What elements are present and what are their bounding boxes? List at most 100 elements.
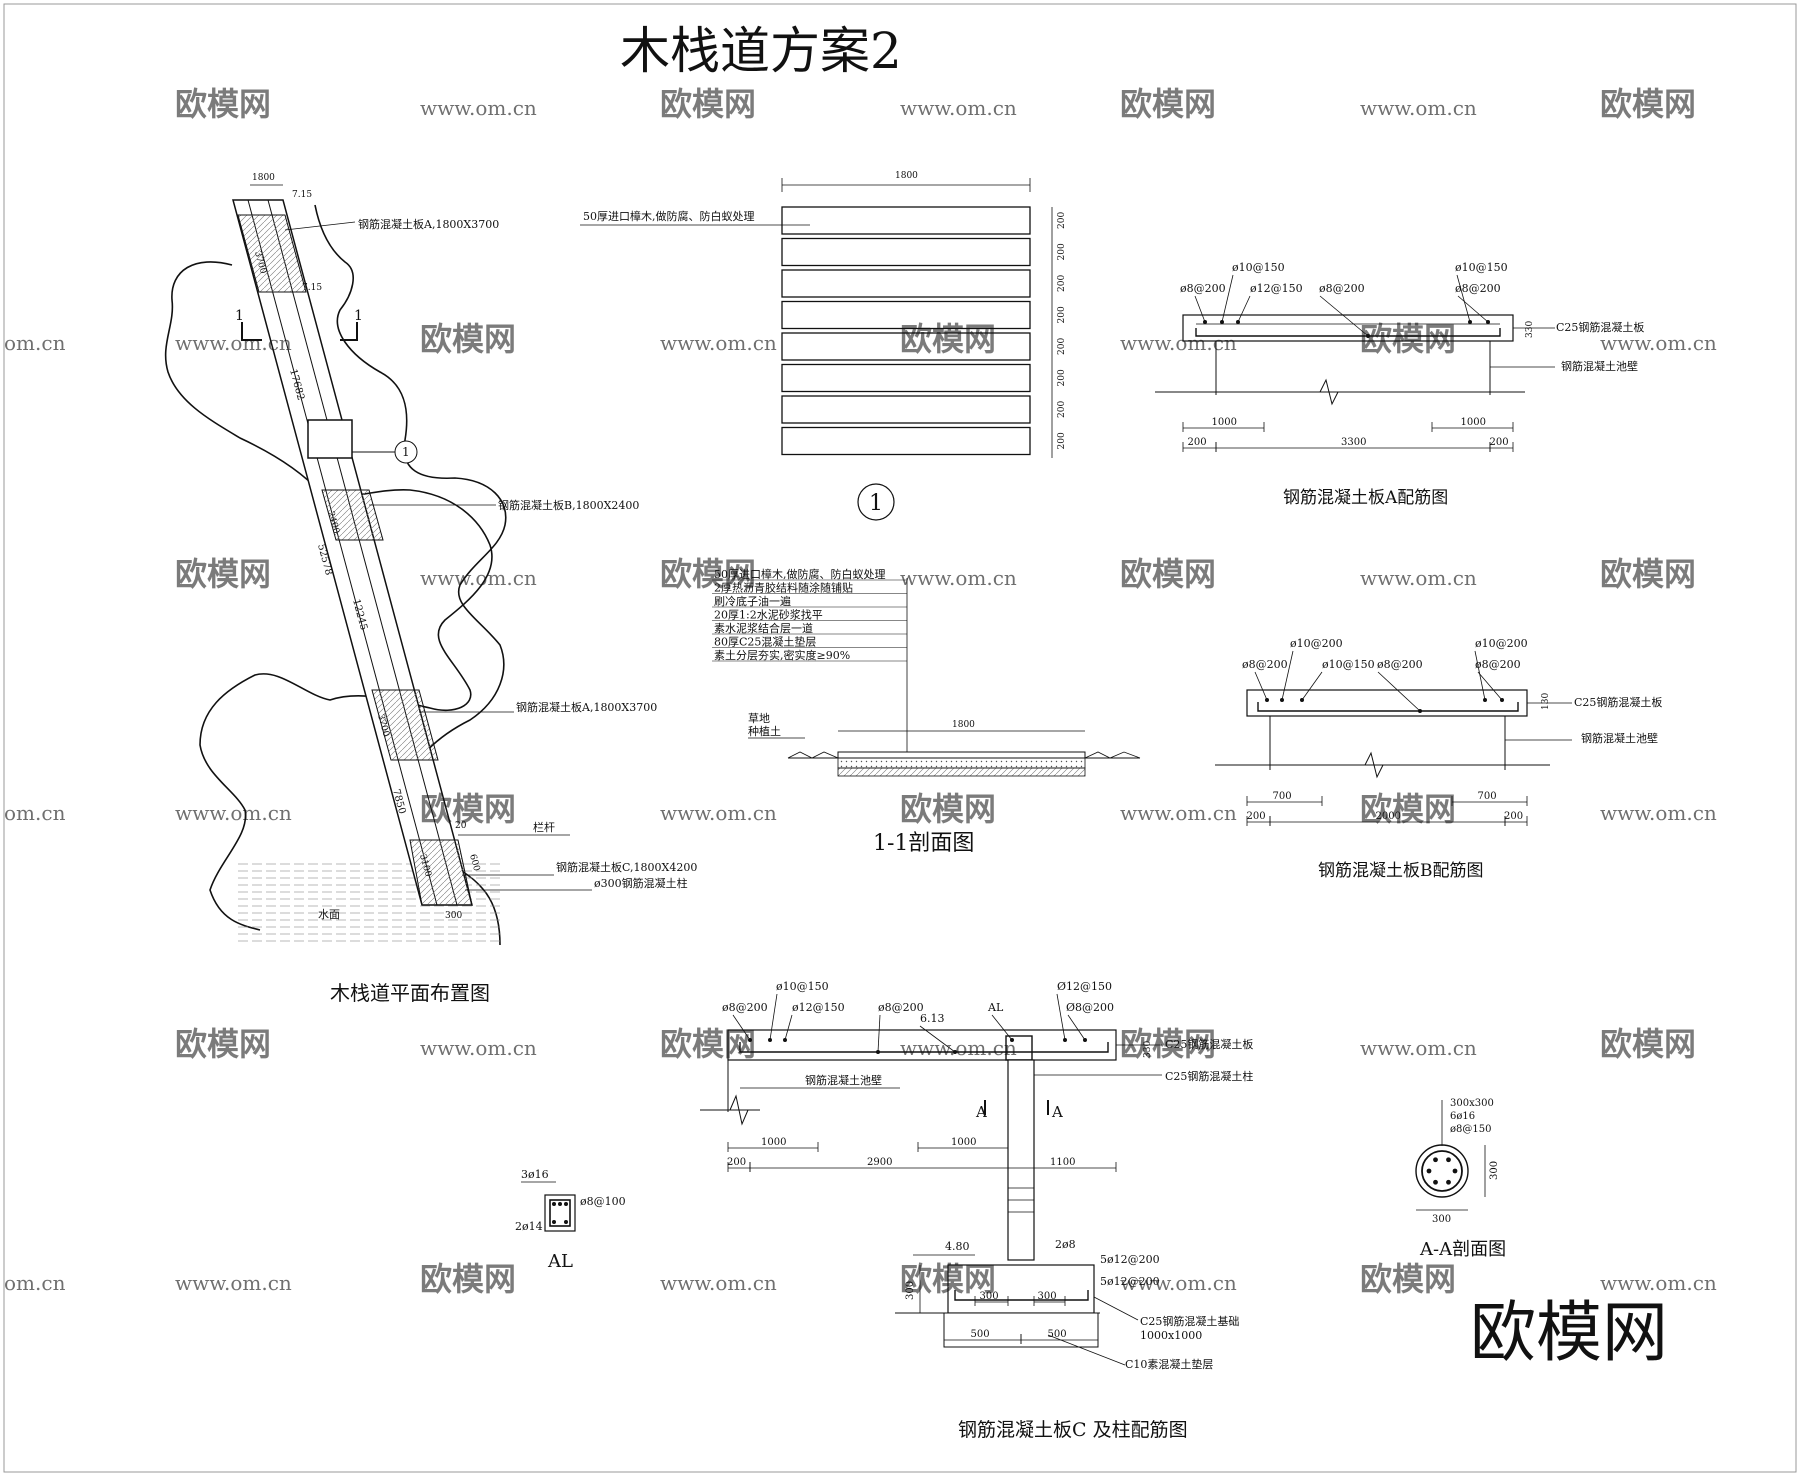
- pond-outline: [164, 261, 493, 931]
- section-1-1: 50厚进口樟木,做防腐、防白蚁处理2厚热沥青胶结料随涂随铺贴刷冷底子油一遍20厚…: [712, 567, 1141, 856]
- watermark-brand-21: 欧模网: [1600, 555, 1696, 593]
- slab-b-slab-label: C25钢筋混凝土板: [1574, 695, 1662, 709]
- slab-c-column-label: C25钢筋混凝土柱: [1165, 1069, 1253, 1083]
- slab-c-rebar-3: ø12@150: [792, 1001, 845, 1014]
- plan-dim-600: 600: [467, 853, 481, 872]
- slab-b-rebar-dot-2: [1280, 698, 1284, 702]
- slab-c-elev: 4.80: [945, 1240, 970, 1253]
- detail-box: [307, 419, 353, 459]
- slab-b-caption: 钢筋混凝土板B配筋图: [1318, 861, 1484, 881]
- watermark-brand-31: 欧模网: [660, 1025, 756, 1063]
- slab-a-rebar-2: ø10@150: [1232, 261, 1285, 274]
- slab-a-rebar-leader-2: [1221, 274, 1234, 323]
- section-a-label-right: A: [1051, 1103, 1063, 1121]
- al-top: 3ø16: [521, 1168, 549, 1181]
- slab-c-rebar-dot-7: [1063, 1038, 1067, 1042]
- slab-b-rebar-leader-5: [1474, 650, 1486, 701]
- slab-c-rebar-leader-5: [919, 1025, 956, 1053]
- plank-5: [781, 332, 1031, 361]
- slab-c-pad-label: C10素混凝土垫层: [1125, 1357, 1213, 1371]
- watermark-brand-5: 欧模网: [1120, 85, 1216, 123]
- slab-a-rebar-leader-5: [1456, 274, 1471, 323]
- slab-c-rebar-6: AL: [987, 1001, 1004, 1014]
- slab-c-rebar-dot-5: [953, 1050, 957, 1054]
- slab-a-mid: [371, 689, 439, 761]
- label-slab-a-mid: 钢筋混凝土板A,1800X3700: [516, 700, 657, 714]
- section-grass-edge-r: [1084, 751, 1141, 759]
- section-caption: 1-1剖面图: [873, 831, 974, 856]
- plan-caption: 木栈道平面布置图: [330, 981, 490, 1005]
- label-column: ø300钢筋混凝土柱: [594, 876, 688, 890]
- al-caption: AL: [547, 1251, 573, 1272]
- section-grass: 草地: [748, 712, 770, 725]
- sheet-border: [3, 3, 1797, 1473]
- slab-b-dim-5: 200: [1504, 811, 1523, 822]
- footing-height: 300: [905, 1281, 916, 1300]
- watermark-site-24: www.om.cn: [660, 801, 777, 825]
- slab-a-caption: 钢筋混凝土板A配筋图: [1283, 488, 1448, 508]
- plank-dim-5: 200: [1057, 338, 1067, 355]
- slab-c-bottom-bar: [739, 1042, 1109, 1053]
- plank-dim-2: 200: [1057, 243, 1067, 260]
- slab-a-rebar-5: ø10@150: [1455, 261, 1508, 274]
- aa-outer: [1415, 1144, 1469, 1198]
- slab-c-wall-label: 钢筋混凝土池壁: [805, 1073, 882, 1087]
- slab-b-dim-4: 2000: [1376, 811, 1401, 822]
- slab-c-dim-5: 1100: [1050, 1157, 1075, 1168]
- watermark-site-4: www.om.cn: [900, 96, 1017, 120]
- plan-top-width: 1800: [252, 173, 275, 183]
- slab-c-rebar-4: ø8@200: [878, 1001, 924, 1014]
- aa-bar-2: [1446, 1179, 1451, 1185]
- watermark-site-2: www.om.cn: [420, 96, 537, 120]
- slab-c-rebar-dot-1: [748, 1038, 752, 1042]
- watermark-brand-27: 欧模网: [1360, 790, 1456, 828]
- slab-c-column: [1007, 1059, 1035, 1261]
- slab-b-rebar-dot-5: [1483, 698, 1487, 702]
- watermark-site-28: www.om.cn: [1600, 801, 1717, 825]
- al-bar-2: [558, 1202, 562, 1206]
- section-layer-6: 80厚C25混凝土垫层: [714, 635, 816, 649]
- plan-dim-20: 20: [455, 821, 467, 831]
- watermark-site-26: www.om.cn: [1120, 801, 1237, 825]
- slab-b-rebar-5: ø10@200: [1475, 637, 1528, 650]
- watermark-site-32: www.om.cn: [900, 1036, 1017, 1060]
- slab-a-top: [237, 214, 307, 293]
- footing-dim-1: 300: [980, 1291, 999, 1302]
- watermark-brand-33: 欧模网: [1120, 1025, 1216, 1063]
- label-slab-b: 钢筋混凝土板B,1800X2400: [498, 498, 639, 512]
- section-mark-right: [340, 322, 358, 341]
- al-bottom: 2ø14: [515, 1220, 543, 1233]
- slab-c-footing-rebar1: 5ø12@200: [1100, 1253, 1160, 1266]
- slab-c-rebar-leader-7: [1056, 993, 1066, 1041]
- plank-dim-3: 200: [1057, 275, 1067, 292]
- section-layer-3: 刷冷底子油一遍: [714, 594, 791, 608]
- detail1-width: 1800: [895, 171, 918, 181]
- section-a-label-left: A: [975, 1103, 987, 1121]
- slab-b-rebar-leader-3: [1301, 671, 1323, 701]
- section-layer-5: 素水泥浆结合层一道: [714, 621, 813, 635]
- detail1-note: 50厚进口樟木,做防腐、防白蚁处理: [583, 209, 755, 223]
- watermark-brand-35: 欧模网: [1600, 1025, 1696, 1063]
- slab-c-rebar-5: 6.13: [920, 1012, 945, 1025]
- watermark-brand-23: 欧模网: [420, 790, 516, 828]
- slab-b-dim-3: 200: [1247, 811, 1266, 822]
- slab-c-rebar-2: ø10@150: [776, 980, 829, 993]
- slab-c-slab-label: C25钢筋混凝土板: [1165, 1037, 1253, 1051]
- slab-b-rebar-dot-6: [1500, 698, 1504, 702]
- slab-b-rebar-leader-6: [1477, 671, 1503, 701]
- slab-c-rebar-dot-8: [1083, 1038, 1087, 1042]
- drawing-title: 木栈道方案2: [620, 22, 902, 80]
- section-layer-7: 素土分层夯实,密实度≥90%: [714, 648, 850, 662]
- aa-bar-1: [1452, 1168, 1458, 1174]
- boardwalk-centerline-b: [267, 199, 458, 906]
- watermark-site-6: www.om.cn: [1360, 96, 1477, 120]
- slab-c-dim-3: 200: [727, 1157, 746, 1168]
- section-layer-1: 50厚进口樟木,做防腐、防白蚁处理: [714, 567, 886, 581]
- slab-b-body: [1246, 689, 1528, 717]
- slab-a-rebar-leader-3: [1237, 295, 1251, 323]
- watermark-brand-17: 欧模网: [660, 555, 756, 593]
- watermark-site-34: www.om.cn: [1360, 1036, 1477, 1060]
- watermark-brand-29: 欧模网: [175, 1025, 271, 1063]
- slab-a-rebar-dot-6: [1486, 320, 1490, 324]
